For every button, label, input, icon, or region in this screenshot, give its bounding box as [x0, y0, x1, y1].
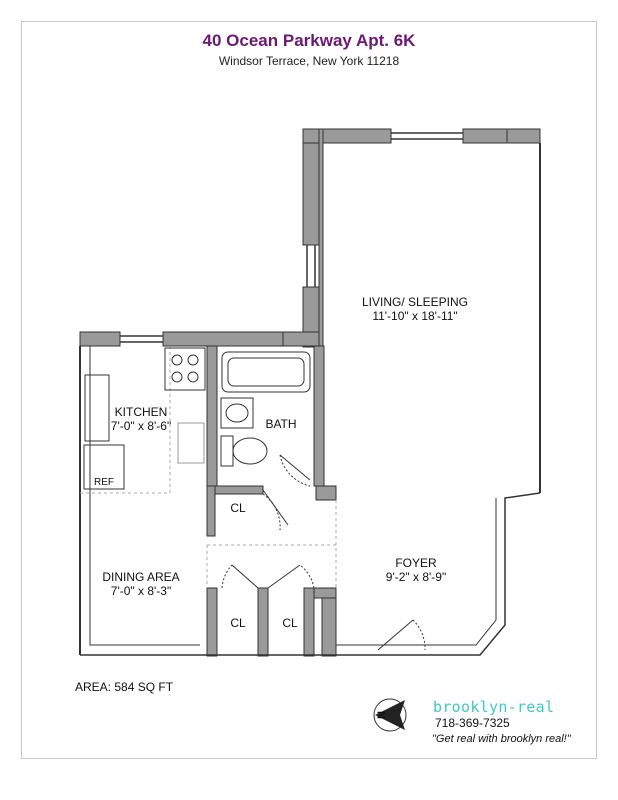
wall-bath-corner [315, 485, 337, 501]
toilet-tank-icon [220, 435, 234, 467]
wall-bath-east [313, 345, 325, 487]
brand-tagline: "Get real with brooklyn real!" [432, 733, 571, 745]
bath-fixtures [220, 351, 311, 467]
wall-closet-left [206, 485, 216, 537]
listing-title: 40 Ocean Parkway Apt. 6K [202, 31, 416, 50]
wall-closet-lower-right [303, 587, 315, 657]
ref-label: REF [94, 477, 114, 488]
living-room-dims: 11'-10" x 18'-11" [372, 309, 457, 323]
listing-address: Windsor Terrace, New York 11218 [218, 54, 400, 68]
sink-icon [177, 422, 205, 464]
closet-left-label: CL [230, 616, 246, 630]
wall-bath-west [206, 345, 218, 487]
wall-foyer-west [313, 587, 337, 599]
wall-bath-top [282, 331, 320, 347]
area-label: AREA: 584 SQ FT [75, 680, 174, 694]
refrigerator-icon [83, 444, 125, 490]
dining-dims: 7'-0" x 8'-3" [111, 584, 171, 598]
wall-closet-lower-left [206, 587, 218, 657]
brand-phone: 718-369-7325 [435, 716, 510, 730]
bath-sink-icon [220, 397, 254, 429]
wall-kitchen-top-left [79, 331, 121, 347]
page-border [21, 21, 597, 759]
wall-living-top-left [302, 128, 392, 144]
stove-icon [164, 347, 206, 391]
living-room-label: LIVING/ SLEEPING [362, 295, 468, 309]
dining-label: DINING AREA [102, 570, 179, 584]
walls [79, 128, 541, 657]
bathtub-icon [221, 351, 311, 393]
bath-label: BATH [265, 417, 296, 431]
kitchen-label: KITCHEN [115, 405, 168, 419]
toilet-icon [232, 437, 268, 465]
wall-closet-lower-mid [257, 587, 269, 657]
kitchen-dims: 7'-0" x 8'-6" [111, 419, 171, 433]
north-arrow-icon: N [373, 698, 407, 732]
wall-foyer-stub [321, 597, 337, 657]
foyer-label: FOYER [395, 556, 437, 570]
foyer-dims: 9'-2" x 8'-9" [386, 570, 446, 584]
wall-living-west-upper [302, 128, 320, 246]
wall-living-top-right [506, 128, 541, 144]
brand-name: brooklyn-real [433, 698, 555, 716]
wall-kitchen-top-right [162, 331, 284, 347]
kitchen-fixtures [83, 347, 206, 490]
wall-living-top-mid [462, 128, 508, 144]
kitchen-counter [84, 374, 110, 442]
closet-right-label: CL [282, 616, 298, 630]
compass-letter: N [376, 711, 388, 719]
closet-top-label: CL [230, 501, 246, 515]
